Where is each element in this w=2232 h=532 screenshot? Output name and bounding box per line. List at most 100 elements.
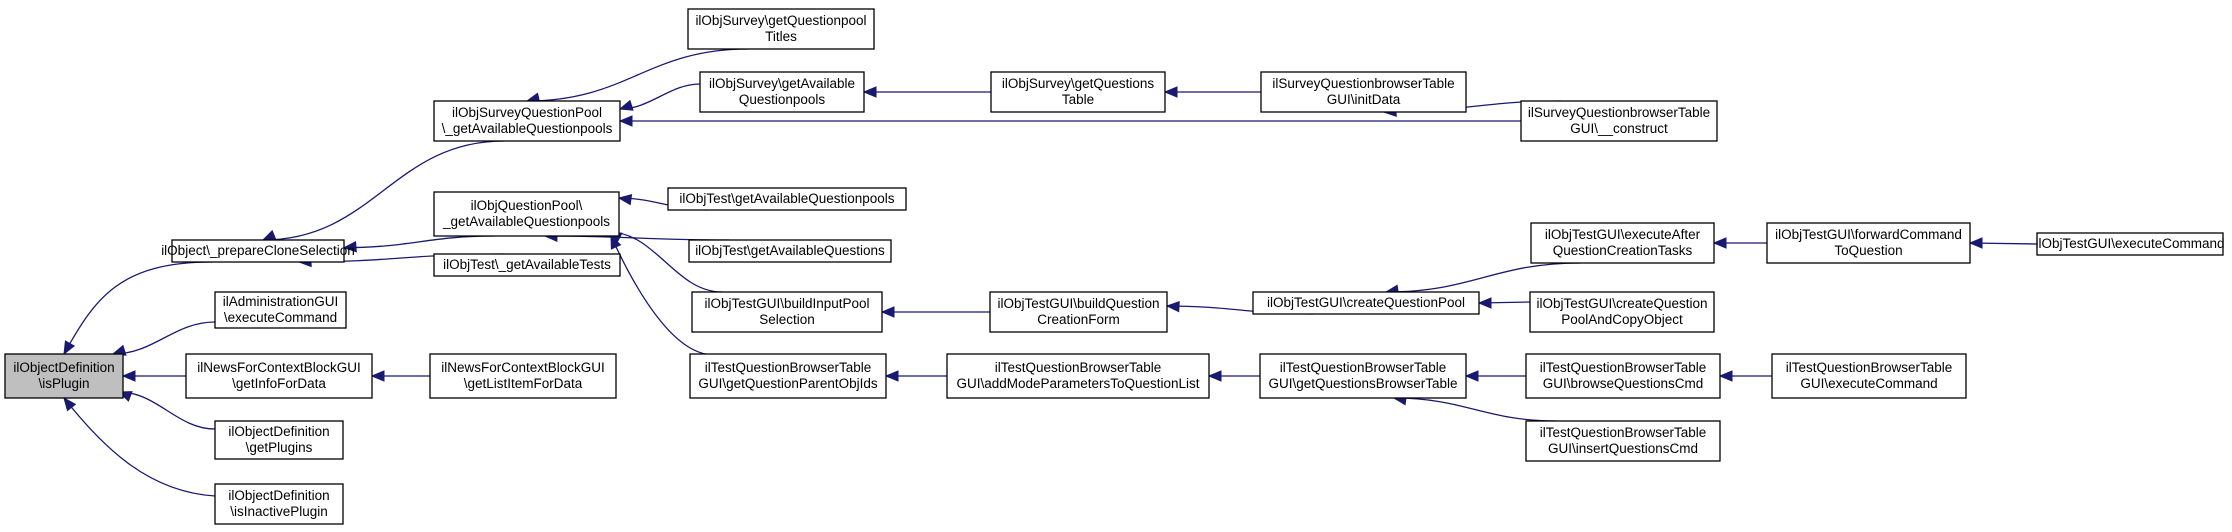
node-admin-exec[interactable]: ilAdministrationGUI\executeCommand — [214, 291, 347, 329]
edge-survey-avail-pools-to-survey-pool-avail — [619, 83, 701, 110]
node-label-line: ilObjTestGUI\buildInputPool — [704, 296, 869, 311]
node-label-line: PoolAndCopyObject — [1561, 312, 1683, 327]
node-label-line: ilObjTestGUI\forwardCommand — [1775, 227, 1962, 242]
node-box — [688, 239, 892, 263]
node-label-line: GUI\getQuestionParentObjIds — [698, 376, 878, 391]
node-survey-construct[interactable]: ilSurveyQuestionbrowserTableGUI\__constr… — [1520, 100, 1718, 142]
node-label-line: Table — [1062, 92, 1094, 107]
node-label-line: ilTestQuestionBrowserTable — [1786, 360, 1953, 375]
arrowhead-is-plugin — [63, 340, 76, 356]
node-survey-avail-pools[interactable]: ilObjSurvey\getAvailableQuestionpools — [699, 71, 865, 113]
node-label-line: ilObjectDefinition — [228, 488, 329, 503]
node-label-line: ilObjQuestionPool\ — [471, 198, 583, 213]
arrowhead-is-plugin — [121, 370, 136, 382]
edge-prepare-clone-to-is-plugin — [63, 261, 213, 355]
arrowhead-survey-pool-avail — [618, 99, 634, 111]
node-survey-pool-avail[interactable]: ilObjSurveyQuestionPool\_getAvailableQue… — [433, 100, 621, 142]
arrowhead-news-info — [370, 370, 385, 382]
node-label-line: ilObjTestGUI\buildQuestion — [997, 296, 1159, 311]
node-label-line: ilObjSurvey\getQuestionpool — [695, 13, 866, 28]
node-test-avail-pools[interactable]: ilObjTest\getAvailableQuestionpools — [667, 187, 907, 211]
arrowhead-survey-qtable — [1163, 86, 1178, 98]
node-label-line: \getPlugins — [246, 440, 313, 455]
node-label-line: ilTestQuestionBrowserTable — [1540, 360, 1707, 375]
node-is-plugin[interactable]: ilObjectDefinition\isPlugin — [4, 353, 124, 399]
node-label-line: ilTestQuestionBrowserTable — [705, 360, 872, 375]
node-qpool-avail[interactable]: ilObjQuestionPool\_getAvailableQuestionp… — [433, 191, 620, 237]
node-test-avail-questions[interactable]: ilObjTest\getAvailableQuestions — [688, 239, 892, 263]
node-box — [171, 239, 345, 263]
node-box — [1260, 71, 1467, 113]
node-label-line: ToQuestion — [1834, 243, 1902, 258]
node-label-line: GUI\__construct — [1570, 121, 1668, 136]
node-label-line: ilObjTestGUI\createQuestion — [1536, 296, 1707, 311]
node-browser-exec[interactable]: ilTestQuestionBrowserTableGUI\executeCom… — [1771, 353, 1967, 399]
node-label-line: GUI\insertQuestionsCmd — [1548, 441, 1698, 456]
arrowhead-prepare-clone — [342, 240, 357, 253]
node-label-line: \isInactivePlugin — [230, 504, 328, 519]
edge-survey-titles-to-survey-pool-avail — [526, 48, 749, 102]
node-box — [1252, 291, 1480, 315]
arrowhead-exec-after-q — [1712, 237, 1727, 249]
node-label-line: ilNewsForContextBlockGUI — [197, 360, 361, 375]
node-box — [4, 353, 124, 399]
node-add-mode-params[interactable]: ilTestQuestionBrowserTableGUI\addModePar… — [946, 353, 1210, 399]
node-label-line: ilObjTest\getAvailableQuestionpools — [679, 191, 894, 206]
node-create-qpool[interactable]: ilObjTestGUI\createQuestionPool — [1252, 291, 1480, 315]
node-exec-after-q[interactable]: ilObjTestGUI\executeAfterQuestionCreatio… — [1530, 222, 1715, 264]
node-test-avail-tests[interactable]: ilObjTest\_getAvailableTests — [433, 253, 621, 277]
node-insert-qcmd[interactable]: ilTestQuestionBrowserTableGUI\insertQues… — [1525, 420, 1721, 462]
node-label-line: ilObjSurvey\getAvailable — [709, 76, 855, 91]
arrowhead-survey-avail-pools — [862, 86, 877, 98]
node-box — [2036, 232, 2224, 256]
node-box — [1771, 353, 1967, 399]
node-label-line: ilObjSurveyQuestionPool — [452, 105, 602, 120]
node-test-gui-exec[interactable]: ilObjTestGUI\executeCommand — [2035, 232, 2225, 256]
node-browse-qcmd[interactable]: ilTestQuestionBrowserTableGUI\browseQues… — [1525, 353, 1721, 399]
node-box — [1529, 291, 1715, 333]
node-label-line: ilObjTest\_getAvailableTests — [443, 257, 611, 272]
node-label-line: GUI\executeCommand — [1800, 376, 1937, 391]
node-label-line: ilObjectDefinition — [13, 360, 114, 375]
node-label-line: ilObjTestGUI\createQuestionPool — [1267, 295, 1465, 310]
node-label-line: ilTestQuestionBrowserTable — [995, 360, 1162, 375]
node-get-plugins[interactable]: ilObjectDefinition\getPlugins — [214, 420, 344, 460]
node-get-qbrowser-table[interactable]: ilTestQuestionBrowserTableGUI\getQuestio… — [1259, 353, 1467, 399]
nodes-layer: ilObjectDefinition\isPlugin ilObject\_pre… — [4, 8, 2225, 525]
arrowhead-parent-obj-ids — [884, 370, 899, 382]
node-label-line: ilObjSurvey\getQuestions — [1002, 76, 1155, 91]
node-box — [214, 291, 347, 329]
node-box — [691, 291, 883, 333]
node-box — [989, 291, 1168, 333]
node-prepare-clone[interactable]: ilObject\_prepareCloneSelection — [161, 239, 355, 263]
node-label-line: ilSurveyQuestionbrowserTable — [1272, 76, 1454, 91]
node-box — [433, 253, 621, 277]
node-news-list-item[interactable]: ilNewsForContextBlockGUI\getListItemForD… — [429, 353, 617, 399]
node-create-qpool-copy[interactable]: ilObjTestGUI\createQuestionPoolAndCopyOb… — [1529, 291, 1715, 333]
arrowhead-survey-pool-avail — [618, 115, 633, 127]
edge-insert-qcmd-to-get-qbrowser-table — [1393, 397, 1557, 422]
arrowhead-prepare-clone — [261, 229, 277, 241]
node-label-line: ilObject\_prepareCloneSelection — [161, 243, 355, 258]
node-box — [1520, 100, 1718, 142]
edge-build-input-pool-to-qpool-avail — [608, 231, 723, 293]
node-is-inactive[interactable]: ilObjectDefinition\isInactivePlugin — [214, 483, 344, 525]
node-box — [433, 191, 620, 237]
node-news-info[interactable]: ilNewsForContextBlockGUI\getInfoForData — [185, 353, 373, 399]
edge-is-inactive-to-is-plugin — [63, 397, 216, 497]
node-label-line: \getListItemForData — [464, 376, 583, 391]
node-label-line: ilTestQuestionBrowserTable — [1540, 425, 1707, 440]
node-label-line: ilTestQuestionBrowserTable — [1280, 360, 1447, 375]
node-box — [689, 353, 887, 399]
node-box — [699, 71, 865, 113]
edge-exec-after-q-to-create-qpool — [1385, 262, 1582, 293]
node-label-line: CreationForm — [1037, 312, 1120, 327]
node-parent-obj-ids[interactable]: ilTestQuestionBrowserTableGUI\getQuestio… — [689, 353, 887, 399]
